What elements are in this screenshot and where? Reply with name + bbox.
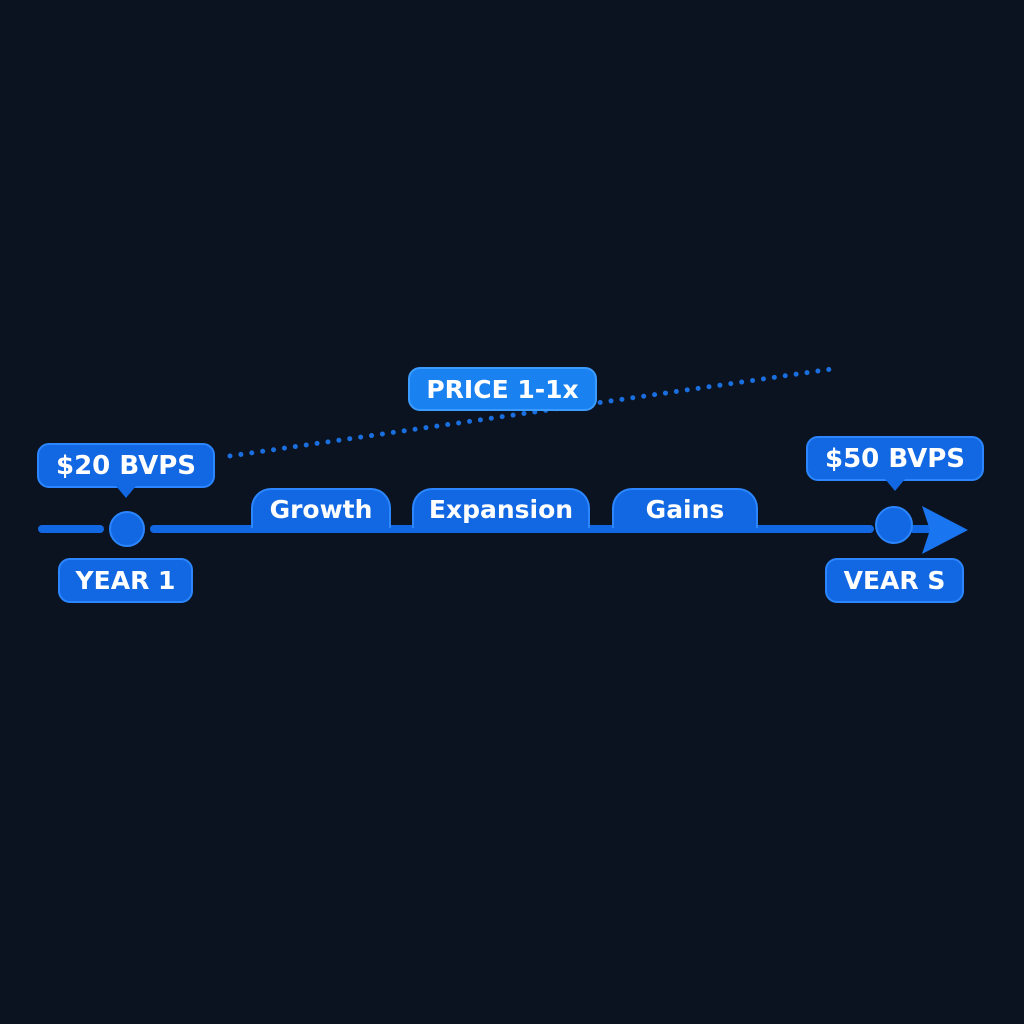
start-year-label: YEAR 1 — [58, 558, 193, 603]
stage-expansion: Expansion — [412, 488, 590, 528]
end-bvps-callout: $50 BVPS — [806, 436, 984, 491]
start-bvps-callout: $20 BVPS — [37, 443, 215, 498]
start-node-icon — [109, 511, 145, 547]
stage-gains: Gains — [612, 488, 758, 528]
dotted-price-trend-line — [227, 366, 835, 459]
end-node-icon — [875, 506, 913, 544]
end-year-label: VEAR S — [825, 558, 964, 603]
arrow-right-icon — [922, 506, 968, 554]
price-multiple-label: PRICE 1-1x — [408, 367, 597, 411]
stage-growth: Growth — [251, 488, 391, 528]
